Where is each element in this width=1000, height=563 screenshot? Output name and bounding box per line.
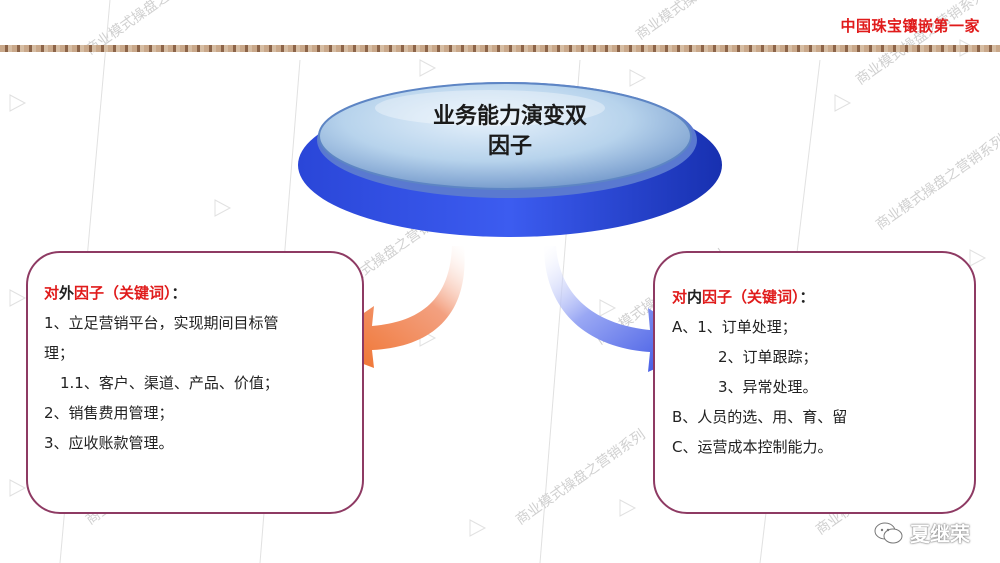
heading-part: ： [799,288,815,306]
list-item: B、人员的选、用、育、留 [672,408,848,426]
center-title: 业务能力演变双 因子 [395,102,625,162]
center-title-line2: 因子 [487,134,532,159]
author-name: 夏继荣 [910,522,970,546]
list-item: 1.1、客户、渠道、产品、价值； [60,374,279,392]
list-item: C、运营成本控制能力。 [672,438,833,456]
header-divider [0,45,1000,52]
heading-part: 因子（关键词） [702,288,800,306]
heading-part: 对 [672,288,688,306]
heading-part: 内 [687,288,703,306]
heading-part: 对 [44,284,60,302]
author-watermark: 夏继荣 [874,518,970,547]
list-item: 2、销售费用管理； [44,404,174,422]
external-factor-heading: 对外因子（关键词）： [44,278,344,308]
list-item: 3、异常处理。 [718,378,818,396]
list-item: 2、订单跟踪； [718,348,818,366]
repeated-watermark-text: 商业模式操盘之营销系列 [633,0,769,43]
external-factor-content: 对外因子（关键词）： 1、立足营销平台，实现期间目标管 理； 1.1、客户、渠道… [44,278,344,458]
heading-part: 外 [59,284,75,302]
list-item: 3、应收账款管理。 [44,434,174,452]
wechat-icon [874,522,903,543]
center-ellipse [298,82,722,237]
repeated-watermark-text: 商业模式操盘之营销系列 [873,131,1000,233]
repeated-watermark-text: 商业模式操盘之营销系列 [513,426,649,528]
list-item: 理； [44,344,75,362]
internal-factor-content: 对内因子（关键词）： A、1、订单处理； 2、订单跟踪； 3、异常处理。 B、人… [672,282,962,462]
brand-title: 中国珠宝镶嵌第一家 [840,17,980,35]
internal-factor-panel [653,251,976,514]
center-title-line1: 业务能力演变双 [432,104,587,129]
heading-part: ： [171,284,187,302]
internal-factor-heading: 对内因子（关键词）： [672,282,962,312]
list-item: 1、立足营销平台，实现期间目标管 [44,314,279,332]
external-factor-panel [26,251,364,514]
list-item: A、1、订单处理； [672,318,797,336]
heading-part: 因子（关键词） [74,284,172,302]
